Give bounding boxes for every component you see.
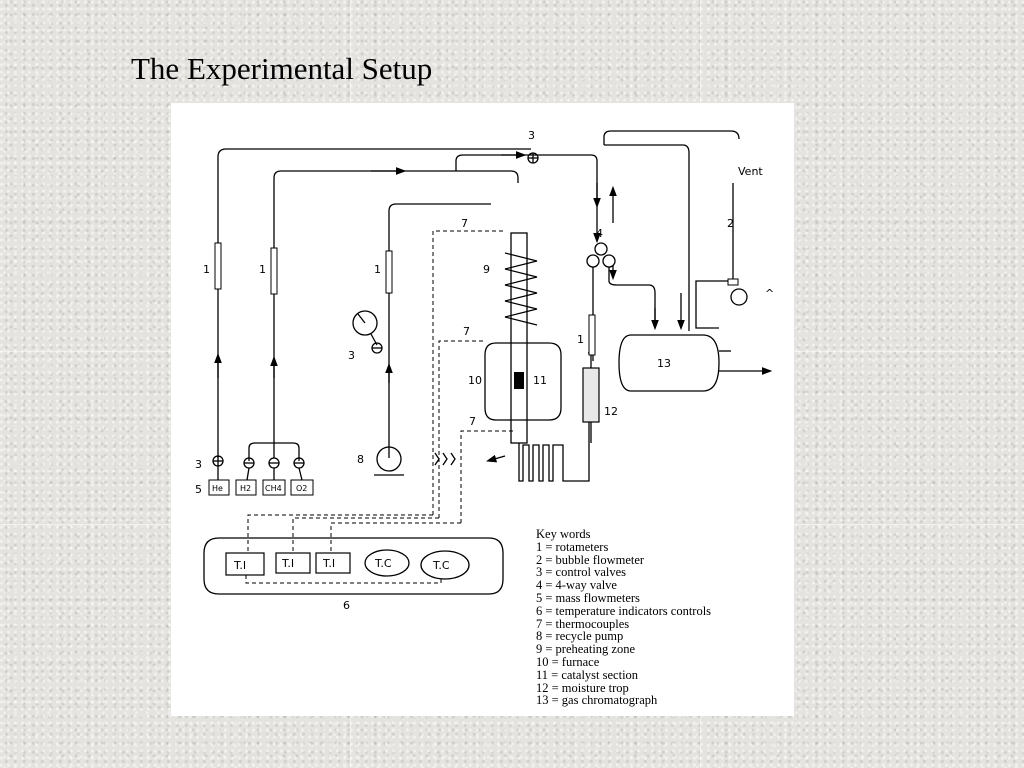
legend-item: 1 = rotameters	[536, 539, 609, 554]
he-feed-line	[214, 148, 531, 458]
svg-text:T.I: T.I	[281, 557, 294, 570]
svg-text:CH4: CH4	[265, 484, 282, 493]
vent-line: Vent 2 ^	[695, 165, 774, 329]
svg-text:T.C: T.C	[374, 557, 392, 570]
legend-item: 4 = 4-way valve	[536, 578, 617, 593]
svg-text:9: 9	[483, 263, 490, 276]
svg-text:1: 1	[577, 333, 584, 346]
svg-text:1: 1	[259, 263, 266, 276]
control-valves: 3 3 3	[195, 129, 539, 471]
experimental-setup-figure: Vent 2 ^ 4 13	[171, 103, 794, 716]
svg-text:7: 7	[469, 415, 476, 428]
pressure-gauge	[352, 310, 378, 346]
svg-text:^: ^	[765, 287, 774, 300]
legend-item: 12 = moisture trop	[536, 680, 629, 695]
svg-text:H2: H2	[240, 484, 251, 493]
legend: Key words 1 = rotameters 2 = bubble flow…	[536, 528, 781, 707]
svg-text:1: 1	[374, 263, 381, 276]
mass-flowmeters: He H2 CH4 O2 5	[195, 466, 314, 496]
temperature-panel: T.I T.I T.I T.C T.C 6	[203, 537, 504, 612]
mixed-feed-line	[248, 167, 519, 461]
svg-text:3: 3	[348, 349, 355, 362]
legend-item: 6 = temperature indicators controls	[536, 603, 712, 618]
svg-text:T.I: T.I	[233, 559, 246, 572]
legend-item: 10 = furnace	[536, 654, 600, 669]
thermocouple-wiring: 7 7 7	[247, 217, 513, 553]
slide-title: The Experimental Setup	[131, 51, 433, 86]
svg-text:8: 8	[357, 453, 364, 466]
svg-text:13: 13	[657, 357, 671, 370]
svg-text:7: 7	[463, 325, 470, 338]
moisture-trap: 12	[582, 355, 618, 443]
process-diagram: Vent 2 ^ 4 13	[195, 129, 774, 612]
recycle-line	[385, 203, 491, 458]
four-way-valve: 4	[586, 223, 685, 361]
legend-item: 8 = recycle pump	[536, 629, 624, 644]
svg-text:11: 11	[533, 374, 547, 387]
svg-text:4: 4	[596, 227, 603, 240]
reactor: 9 10 11	[468, 232, 590, 482]
vent-label: Vent	[738, 165, 763, 178]
svg-text:3: 3	[528, 129, 535, 142]
upper-header	[455, 130, 740, 331]
svg-text:12: 12	[604, 405, 618, 418]
svg-text:5: 5	[195, 483, 202, 496]
svg-text:T.I: T.I	[322, 557, 335, 570]
svg-text:O2: O2	[296, 484, 307, 493]
gas-chromatograph: 13	[618, 334, 773, 392]
legend-item: 13 = gas chromatograph	[536, 693, 658, 708]
legend-item: 3 = control valves	[536, 565, 627, 580]
svg-text:6: 6	[343, 599, 350, 612]
svg-text:2: 2	[727, 217, 734, 230]
svg-text:T.C: T.C	[432, 559, 450, 572]
legend-item: 2 = bubble flowmeter	[536, 552, 645, 567]
legend-item: 11 = catalyst section	[536, 667, 639, 682]
legend-item: 9 = preheating zone	[536, 642, 636, 657]
svg-text:7: 7	[461, 217, 468, 230]
legend-title: Key words	[536, 527, 591, 541]
legend-item: 7 = thermocouples	[536, 616, 630, 631]
svg-text:1: 1	[203, 263, 210, 276]
svg-text:10: 10	[468, 374, 482, 387]
legend-item: 5 = mass flowmeters	[536, 590, 640, 605]
svg-text:He: He	[212, 484, 223, 493]
recycle-pump: 8	[357, 446, 404, 476]
svg-text:3: 3	[195, 458, 202, 471]
rotameters: 1 1 1 1	[203, 242, 596, 356]
